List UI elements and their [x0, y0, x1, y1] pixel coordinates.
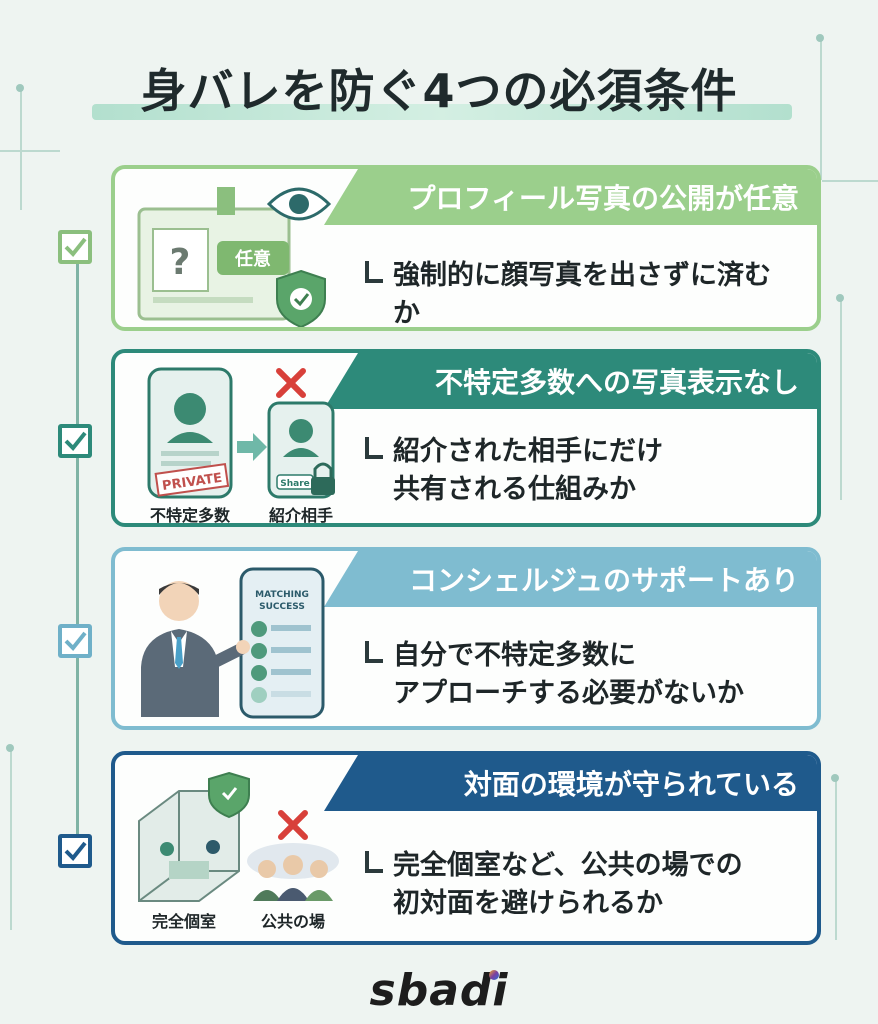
condition-card-1: プロフィール写真の公開が任意 強制的に顔写真を出さずに済むか ? 任意 — [111, 165, 821, 331]
checkbox-1 — [58, 230, 92, 264]
label-unspecified-many: 不特定多数 — [150, 506, 231, 525]
concierge-illustration: MATCHING SUCCESS — [141, 567, 325, 719]
screen-text-line-1: MATCHING — [255, 590, 309, 600]
circuit-dot — [836, 294, 844, 302]
condition-heading: コンシェルジュのサポートあり — [324, 551, 817, 607]
svg-text:?: ? — [170, 242, 191, 283]
close-icon — [278, 810, 308, 840]
checkbox-3 — [58, 624, 92, 658]
share-label: Share — [280, 479, 310, 489]
condition-card-3: コンシェルジュのサポートあり 自分で不特定多数に アプローチする必要がないか M… — [111, 547, 821, 730]
screen-text-line-2: SUCCESS — [259, 602, 305, 612]
check-icon — [64, 631, 87, 651]
condition-card-2: 不特定多数への写真表示なし 紹介された相手にだけ 共有される仕組みか PRIVA… — [111, 349, 821, 527]
condition-description: 紹介された相手にだけ 共有される仕組みか — [365, 433, 797, 509]
circuit-line — [20, 90, 22, 210]
optional-badge: 任意 — [234, 248, 271, 270]
check-icon — [64, 431, 87, 451]
label-public-place: 公共の場 — [261, 912, 325, 931]
page-title: 身バレを防ぐ4つの必須条件 — [140, 64, 738, 118]
circuit-dot — [831, 774, 839, 782]
condition-description: 強制的に顔写真を出さずに済むか — [365, 257, 797, 327]
circuit-line — [840, 300, 842, 500]
eye-icon — [266, 187, 332, 221]
check-icon — [64, 237, 87, 257]
checkbox-2 — [58, 424, 92, 458]
condition-card-4: 対面の環境が守られている 完全個室など、公共の場での 初対面を避けられるか 完全… — [111, 751, 821, 945]
check-icon — [64, 841, 87, 861]
condition-description: 自分で不特定多数に アプローチする必要がないか — [365, 637, 797, 713]
bullet-hook-icon — [365, 437, 383, 459]
shield-check-icon — [208, 771, 250, 819]
condition-heading: プロフィール写真の公開が任意 — [324, 169, 817, 225]
bullet-hook-icon — [365, 261, 383, 283]
close-icon — [276, 368, 306, 398]
timeline-line — [76, 240, 79, 860]
label-private-room: 完全個室 — [152, 912, 216, 931]
condition-heading: 不特定多数への写真表示なし — [324, 353, 817, 409]
bullet-hook-icon — [365, 851, 383, 873]
arrow-right-icon — [237, 433, 267, 461]
condition-description: 完全個室など、公共の場での 初対面を避けられるか — [365, 847, 797, 923]
circuit-dot — [16, 84, 24, 92]
label-introduced-partner: 紹介相手 — [269, 506, 333, 525]
meeting-environment-illustration: 完全個室 公共の場 — [138, 771, 339, 931]
circuit-line — [835, 780, 837, 940]
circuit-line — [822, 180, 878, 182]
circuit-dot — [6, 744, 14, 752]
circuit-dot — [816, 34, 824, 42]
lock-icon — [311, 462, 335, 495]
condition-heading: 対面の環境が守られている — [324, 755, 817, 811]
crowd-icon — [253, 855, 333, 901]
photo-privacy-illustration: PRIVATE Share 不特定多数 紹介相手 — [147, 367, 335, 525]
profile-photo-illustration: ? 任意 — [137, 187, 332, 327]
circuit-line — [10, 750, 12, 930]
circuit-line — [0, 150, 60, 152]
brand-logo: sbadi — [369, 965, 509, 1016]
checkbox-4 — [58, 834, 92, 868]
logo-dot — [489, 970, 499, 980]
concierge-person — [141, 581, 250, 717]
shield-check-icon — [276, 269, 326, 327]
bullet-hook-icon — [365, 641, 383, 663]
circuit-line — [820, 40, 822, 180]
